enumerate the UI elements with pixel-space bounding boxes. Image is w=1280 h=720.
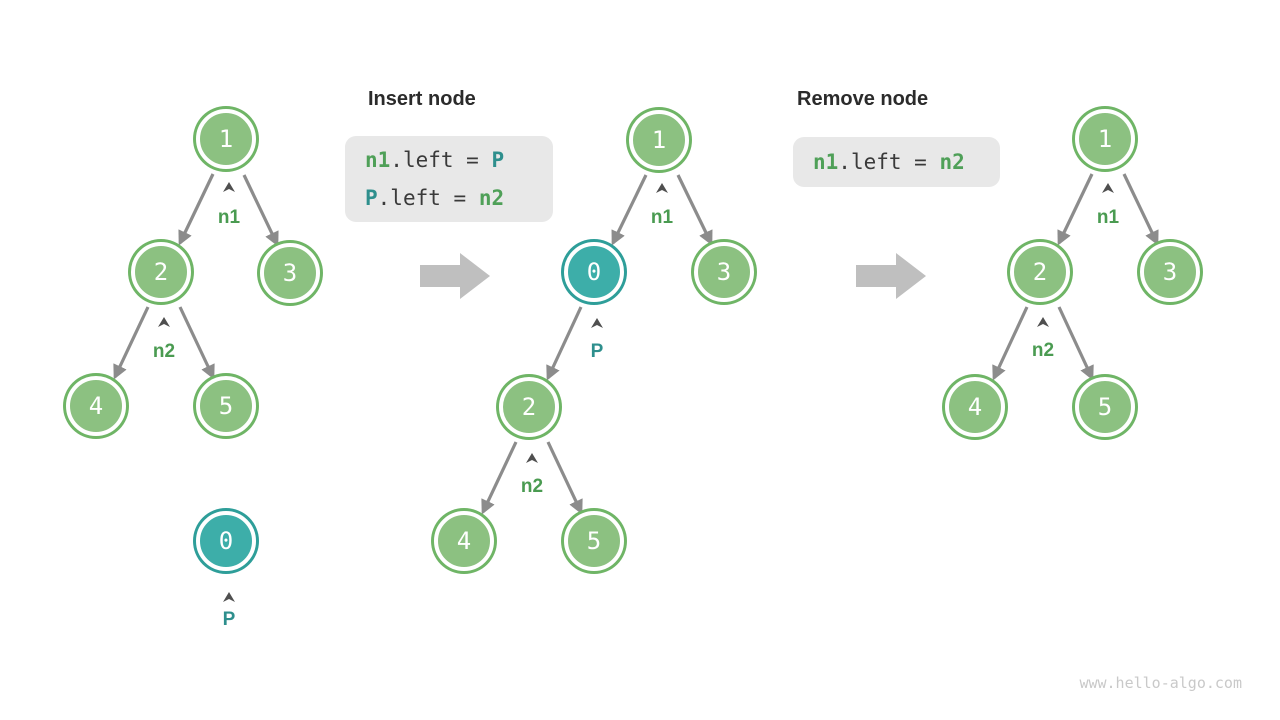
label-n1: n1 xyxy=(1096,207,1120,228)
code-line: n1.left = n2 xyxy=(813,143,980,181)
up-caret-icon xyxy=(656,183,668,193)
label-n2: n2 xyxy=(520,476,544,497)
edge-2-5 xyxy=(546,441,583,515)
insert-code-box: n1.left = P P.left = n2 xyxy=(345,136,553,222)
up-caret-icon xyxy=(223,592,235,602)
tree-node-4: 4 xyxy=(434,511,494,571)
right-arrow-icon xyxy=(420,253,490,299)
up-caret-icon xyxy=(526,453,538,463)
insert-heading: Insert node xyxy=(368,88,476,110)
tree-node-3: 3 xyxy=(260,243,320,303)
tree-node-2: 2 xyxy=(1010,242,1070,302)
label-p: P xyxy=(590,341,604,362)
tree-node-5: 5 xyxy=(196,376,256,436)
edge-1-3 xyxy=(242,174,279,247)
tree-node-3: 3 xyxy=(1140,242,1200,302)
edge-1-2 xyxy=(1057,173,1094,246)
tree-node-1: 1 xyxy=(629,110,689,170)
remove-heading: Remove node xyxy=(797,88,929,110)
tree-node-5: 5 xyxy=(564,511,624,571)
code-token-n1: n1 xyxy=(813,150,839,174)
tree-node-2: 2 xyxy=(131,242,191,302)
tree-node-4: 4 xyxy=(66,376,126,436)
up-caret-icon xyxy=(591,318,603,328)
edge-2-4 xyxy=(113,306,150,380)
edge-lines xyxy=(113,173,1159,515)
label-p: P xyxy=(222,609,236,630)
edge-1-3 xyxy=(1122,173,1159,246)
label-n1: n1 xyxy=(217,207,241,228)
up-caret-icon xyxy=(1037,317,1049,327)
tree-node-4: 4 xyxy=(945,377,1005,437)
code-token-n2: n2 xyxy=(939,150,965,174)
code-token-mid: .left = xyxy=(377,186,479,210)
code-token-mid: .left = xyxy=(838,150,940,174)
tree-node-1: 1 xyxy=(196,109,256,169)
code-token-mid: .left = xyxy=(390,148,492,172)
code-token-n1: n1 xyxy=(365,148,391,172)
label-n2: n2 xyxy=(152,341,176,362)
right-arrow-icon xyxy=(856,253,926,299)
up-caret-icon xyxy=(223,182,235,192)
code-line: n1.left = P xyxy=(365,141,533,179)
tree-node-p: 0 xyxy=(564,242,624,302)
tree-node-5: 5 xyxy=(1075,377,1135,437)
edge-1-3 xyxy=(676,174,713,246)
watermark: www.hello-algo.com xyxy=(1079,674,1242,692)
edge-2-4 xyxy=(481,441,518,515)
code-line: P.left = n2 xyxy=(365,179,533,217)
edge-1-2 xyxy=(178,173,215,246)
code-token-p: P xyxy=(491,148,505,172)
remove-code-box: n1.left = n2 xyxy=(793,137,1000,187)
tree-node-3: 3 xyxy=(694,242,754,302)
edge-2-5 xyxy=(1057,306,1094,381)
up-caret-icon xyxy=(1102,183,1114,193)
code-token-n2: n2 xyxy=(478,186,505,210)
up-caret-icon xyxy=(158,317,170,327)
code-token-p: P xyxy=(365,186,378,210)
tree-node-1: 1 xyxy=(1075,109,1135,169)
label-n1: n1 xyxy=(650,207,674,228)
edge-1-0 xyxy=(611,174,648,246)
up-caret-icons xyxy=(158,182,1114,602)
tree-node-2: 2 xyxy=(499,377,559,437)
edge-2-5 xyxy=(178,306,215,380)
edge-2-4 xyxy=(992,306,1029,381)
edge-0-2 xyxy=(546,306,583,381)
tree-node-p: 0 xyxy=(196,511,256,571)
label-n2: n2 xyxy=(1031,340,1055,361)
